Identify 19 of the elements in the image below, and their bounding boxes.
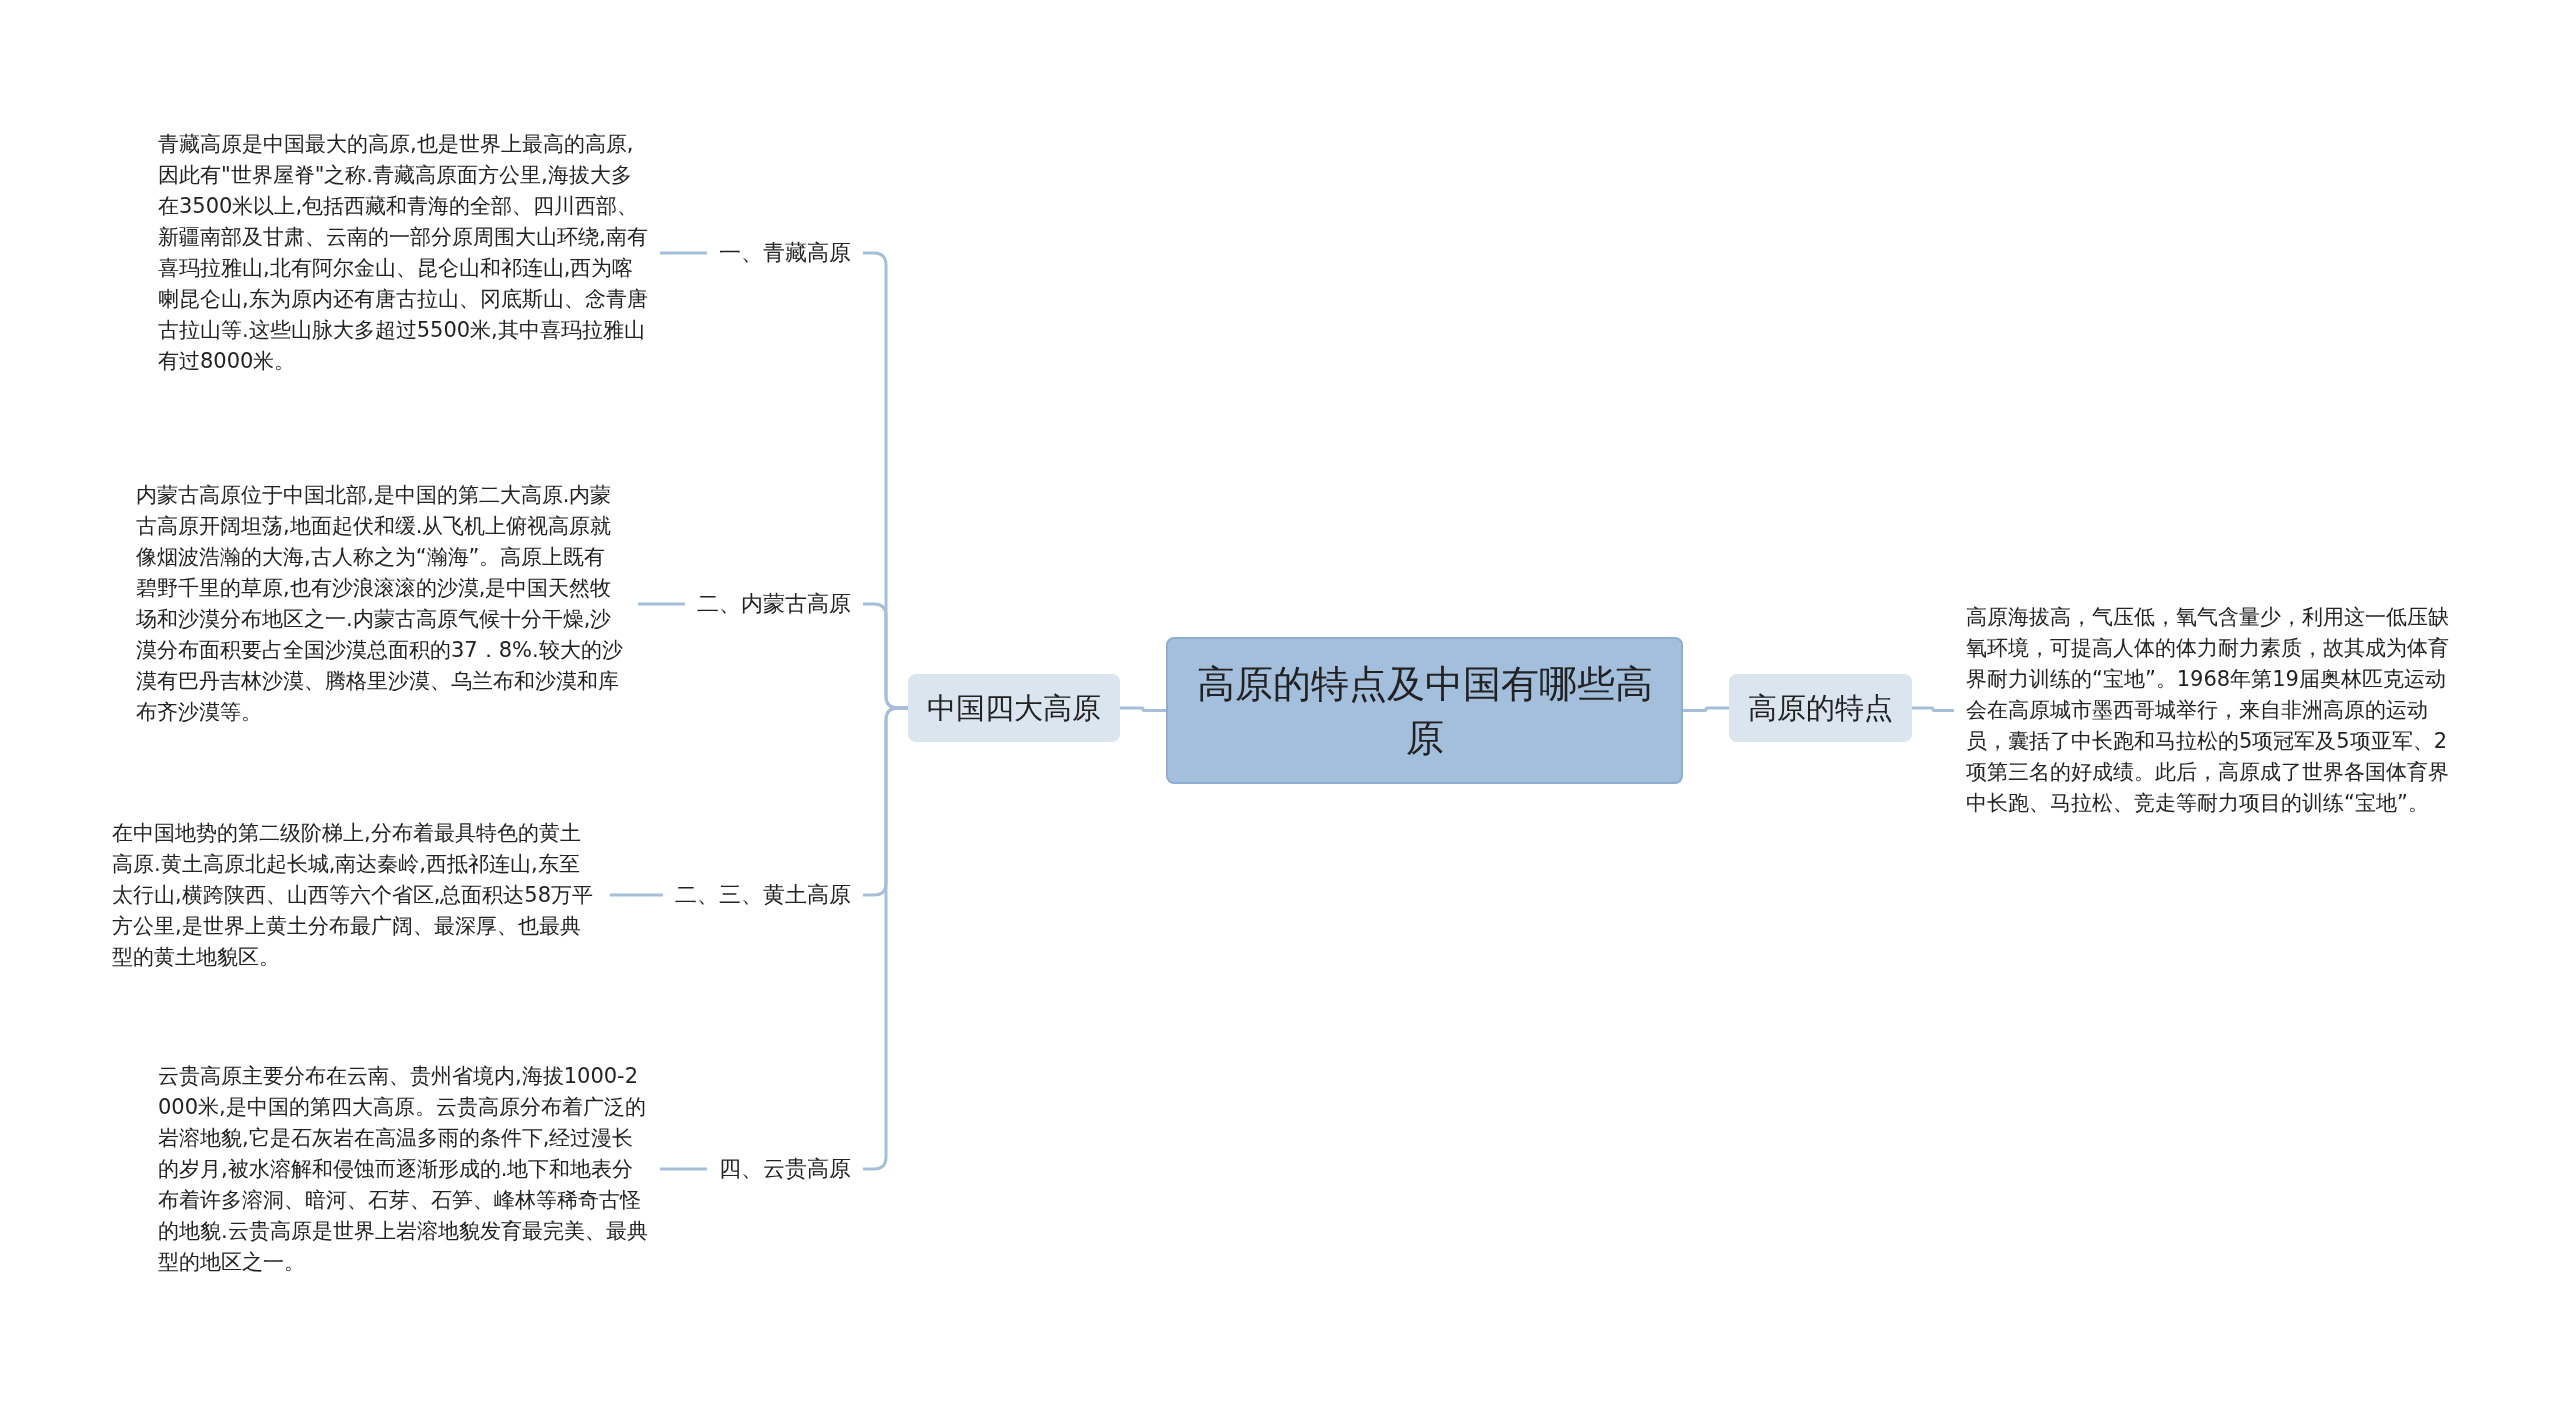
description-text: 青藏高原是中国最大的高原,也是世界上最高的高原,因此有"世界屋脊"之称.青藏高原面方公里,海拔大多在3500米以上,包括西藏和青海的全部、四川西部、新疆南部及甘肃、云南的一部分原周围大山环绕,南有喜玛拉雅山,北有阿尔金山、昆仑山和祁连山,西为喀喇昆仑山,东为原内还有唐古拉山、冈底斯山、念青唐古拉山等.这些山脉大多超过5500米,其中喜玛拉雅山有过8000米。 — [158, 129, 648, 377]
connector-line — [610, 893, 663, 897]
connector-line — [660, 1167, 707, 1171]
subtopic-label: 二、三、黄土高原 — [675, 880, 851, 910]
connector-line — [660, 251, 707, 255]
description-text: 高原海拔高，气压低，氧气含量少，利用这一低压缺氧环境，可提高人体的体力耐力素质，故其成为体育界耐力训练的“宝地”。1968年第19届奥林匹克运动会在高原城市墨西哥城举行，来自非洲高原的运动员，囊括了中长跑和马拉松的5项冠军及5项亚军、2项第三名的好成绩。此后，高原成了世界各国体育界中长跑、马拉松、竞走等耐力项目的训练“宝地”。 — [1966, 602, 2458, 819]
subtopic-label: 一、青藏高原 — [719, 238, 851, 268]
subtopic-label: 四、云贵高原 — [719, 1154, 851, 1184]
topic-box: 高原的特点 — [1729, 674, 1912, 742]
subtopic-label: 二、内蒙古高原 — [697, 589, 851, 619]
description-text: 在中国地势的第二级阶梯上,分布着最具特色的黄土高原.黄土高原北起长城,南达秦岭,西抵祁连山,东至太行山,横跨陕西、山西等六个省区,总面积达58万平方公里,是世界上黄土分布最广阔、最深厚、也最典型的黄土地貌区。 — [112, 818, 598, 973]
description-text: 内蒙古高原位于中国北部,是中国的第二大高原.内蒙古高原开阔坦荡,地面起伏和缓.从飞机上俯视高原就像烟波浩瀚的大海,古人称之为“瀚海”。高原上既有碧野千里的草原,也有沙浪滚滚的沙漠,是中国天然牧场和沙漠分布地区之一.内蒙古高原气候十分干燥,沙漠分布面积要占全国沙漠总面积的37．8%.较大的沙漠有巴丹吉林沙漠、腾格里沙漠、乌兰布和沙漠和库布齐沙漠等。 — [136, 480, 626, 728]
connector-line — [1912, 706, 1954, 712]
description-text: 云贵高原主要分布在云南、贵州省境内,海拔1000-2000米,是中国的第四大高原。云贵高原分布着广泛的岩溶地貌,它是石灰岩在高温多雨的条件下,经过漫长的岁月,被水溶解和侵蚀而逐渐形成的.地下和地表分布着许多溶洞、暗河、石芽、石笋、峰林等稀奇古怪的地貌.云贵高原是世界上岩溶地貌发育最完美、最典型的地区之一。 — [158, 1061, 648, 1278]
central-topic-box: 高原的特点及中国有哪些高原 — [1166, 637, 1683, 784]
connector-line — [638, 602, 685, 606]
topic-box: 中国四大高原 — [908, 674, 1120, 742]
connector-line — [1683, 706, 1729, 712]
connector-line — [1120, 706, 1166, 712]
